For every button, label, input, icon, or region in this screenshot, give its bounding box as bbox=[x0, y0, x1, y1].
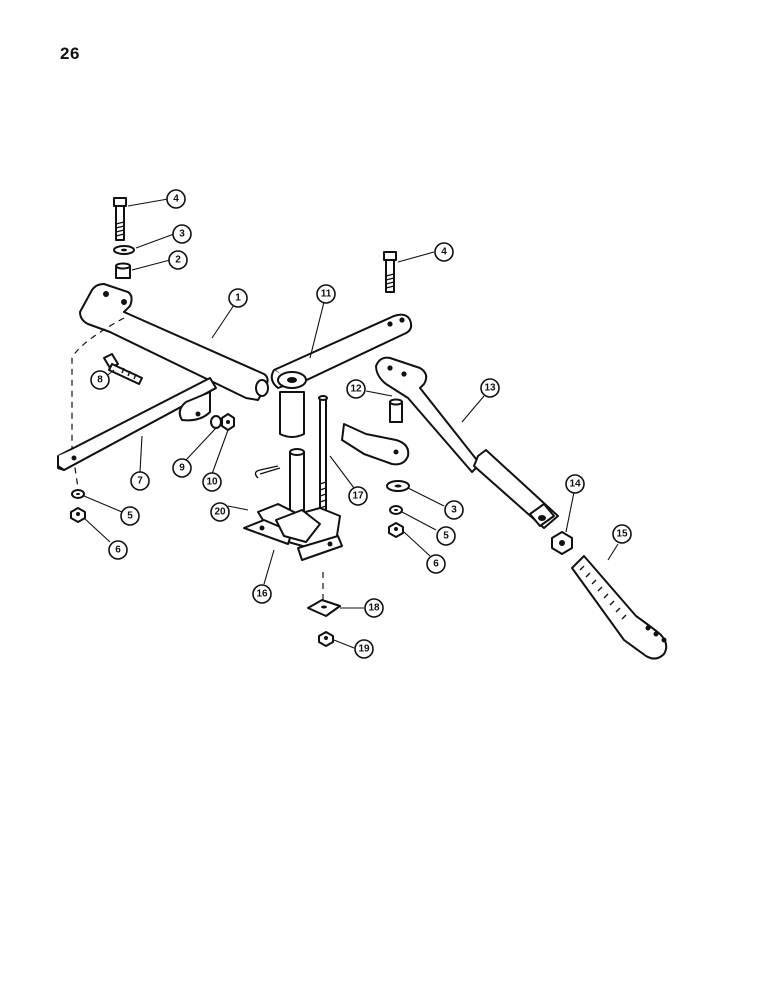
callout-7: 7 bbox=[130, 471, 150, 491]
svg-text:5: 5 bbox=[443, 531, 449, 542]
washer-part-5-left bbox=[71, 489, 85, 499]
callout-6-left: 6 bbox=[108, 540, 128, 560]
callout-4-right: 4 bbox=[434, 242, 454, 262]
svg-text:12: 12 bbox=[350, 384, 362, 395]
nut-part-10 bbox=[221, 413, 235, 431]
plate-part-7 bbox=[57, 377, 217, 471]
callout-8: 8 bbox=[90, 370, 110, 390]
bushing-part-12 bbox=[389, 398, 403, 423]
washer-part-3-right bbox=[386, 480, 410, 492]
callout-17: 17 bbox=[348, 486, 368, 506]
leader-lines bbox=[83, 198, 619, 649]
nut-part-6-right bbox=[388, 522, 404, 538]
callout-11: 11 bbox=[316, 284, 336, 304]
callout-9: 9 bbox=[172, 458, 192, 478]
alignment-line-left bbox=[71, 317, 125, 489]
tube-part-13 bbox=[375, 356, 559, 529]
svg-text:8: 8 bbox=[97, 375, 103, 386]
callout-3-lower: 3 bbox=[444, 500, 464, 520]
svg-text:18: 18 bbox=[368, 603, 380, 614]
bolt-part-4-left bbox=[113, 197, 127, 241]
svg-text:3: 3 bbox=[179, 229, 185, 240]
svg-text:20: 20 bbox=[214, 507, 226, 518]
callout-14: 14 bbox=[565, 474, 585, 494]
callout-10: 10 bbox=[202, 472, 222, 492]
svg-text:10: 10 bbox=[206, 477, 218, 488]
svg-text:11: 11 bbox=[321, 289, 332, 300]
plate-part-18 bbox=[307, 599, 341, 617]
svg-text:2: 2 bbox=[175, 255, 181, 266]
callout-4-left: 4 bbox=[166, 189, 186, 209]
nut-part-14 bbox=[551, 531, 573, 555]
svg-text:1: 1 bbox=[235, 293, 241, 304]
svg-text:5: 5 bbox=[127, 511, 133, 522]
cotter-pin-part-20 bbox=[254, 465, 281, 479]
svg-text:3: 3 bbox=[451, 505, 457, 516]
arm-part-11 bbox=[270, 313, 413, 438]
svg-text:16: 16 bbox=[256, 589, 268, 600]
bolt-part-4-right bbox=[383, 251, 397, 293]
svg-text:6: 6 bbox=[433, 559, 439, 570]
callout-20: 20 bbox=[210, 502, 230, 522]
svg-text:13: 13 bbox=[484, 383, 496, 394]
callout-15: 15 bbox=[612, 524, 632, 544]
svg-text:4: 4 bbox=[441, 247, 447, 258]
callout-6-right: 6 bbox=[426, 554, 446, 574]
svg-text:19: 19 bbox=[358, 644, 370, 655]
callout-2: 2 bbox=[168, 250, 188, 270]
bushing-part-2 bbox=[115, 262, 131, 279]
callout-1: 1 bbox=[228, 288, 248, 308]
washer-part-3-left bbox=[113, 245, 135, 255]
callout-12: 12 bbox=[346, 379, 366, 399]
bolt-part-8 bbox=[103, 353, 143, 385]
svg-text:6: 6 bbox=[115, 545, 121, 556]
svg-text:15: 15 bbox=[616, 529, 628, 540]
svg-text:14: 14 bbox=[569, 479, 581, 490]
callout-3-upper: 3 bbox=[172, 224, 192, 244]
nut-part-6-left bbox=[70, 507, 86, 523]
washer-part-5-right bbox=[389, 505, 403, 515]
svg-text:9: 9 bbox=[179, 463, 185, 474]
svg-text:17: 17 bbox=[352, 491, 364, 502]
callout-16: 16 bbox=[252, 584, 272, 604]
callout-5-left: 5 bbox=[120, 506, 140, 526]
bracket-part-16 bbox=[243, 448, 343, 561]
rod-end-part-15 bbox=[571, 555, 668, 660]
lockwasher-part-9 bbox=[210, 415, 222, 429]
svg-text:7: 7 bbox=[137, 476, 143, 487]
callout-18: 18 bbox=[364, 598, 384, 618]
nut-part-19 bbox=[318, 631, 334, 647]
callout-13: 13 bbox=[480, 378, 500, 398]
callout-19: 19 bbox=[354, 639, 374, 659]
arm-part-1 bbox=[79, 283, 269, 401]
rod-part-17 bbox=[318, 395, 328, 513]
clevis-plate bbox=[341, 423, 410, 466]
callout-5-right: 5 bbox=[436, 526, 456, 546]
page-number: 26 bbox=[60, 44, 80, 63]
svg-text:4: 4 bbox=[173, 194, 179, 205]
